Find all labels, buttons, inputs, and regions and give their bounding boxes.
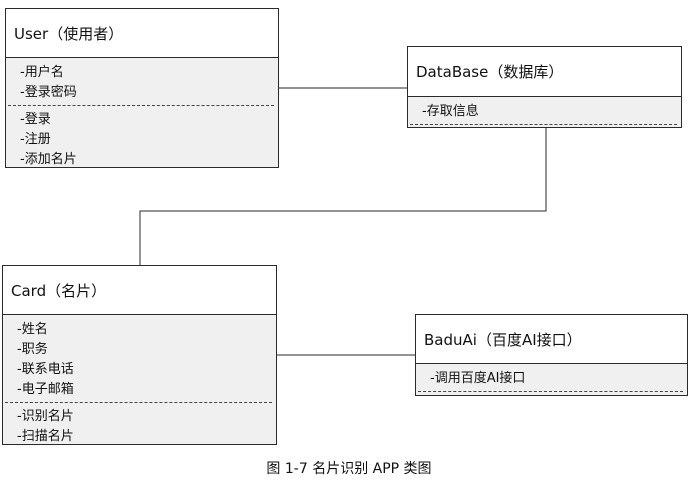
class-baiduai-name: BaduAi（百度AI接口） [416,315,687,364]
class-user-name: User（使用者） [6,9,278,58]
figure-caption: 图 1-7 名片识别 APP 类图 [266,461,432,477]
compartment-divider [410,124,677,125]
attribute: -登录密码 [20,85,77,100]
class-card-methods: -识别名片 -扫描名片 [3,403,276,447]
method: -识别名片 [17,409,74,424]
class-user[interactable]: User（使用者） -用户名 -登录密码 -登录 -注册 -添加名片 [5,8,279,168]
compartment-divider [8,105,274,106]
compartment-divider [5,402,272,403]
compartment-divider [418,391,683,392]
connector-database-card [139,128,547,265]
method: -扫描名片 [17,429,74,444]
attribute: -联系电话 [17,362,74,377]
class-card-name: Card（名片） [3,266,276,315]
class-card[interactable]: Card（名片） -姓名 -职务 -联系电话 -电子邮箱 -识别名片 -扫描名片 [2,265,277,445]
class-database[interactable]: DataBase（数据库） -存取信息 [407,46,682,128]
method: -注册 [20,132,51,147]
class-database-attributes: -存取信息 [408,97,681,122]
class-baiduai[interactable]: BaduAi（百度AI接口） -调用百度AI接口 [415,314,688,396]
attribute: -电子邮箱 [17,382,74,397]
class-card-attributes: -姓名 -职务 -联系电话 -电子邮箱 [3,315,276,400]
class-user-attributes: -用户名 -登录密码 [6,58,278,103]
class-database-name: DataBase（数据库） [408,47,681,97]
attribute: -姓名 [17,322,48,337]
class-baiduai-attributes: -调用百度AI接口 [416,364,687,389]
class-user-methods: -登录 -注册 -添加名片 [6,106,278,170]
attribute: -用户名 [20,65,64,80]
attribute: -调用百度AI接口 [430,371,526,386]
method: -添加名片 [20,152,77,167]
attribute: -存取信息 [422,104,479,119]
attribute: -职务 [17,342,48,357]
method: -登录 [20,112,51,127]
